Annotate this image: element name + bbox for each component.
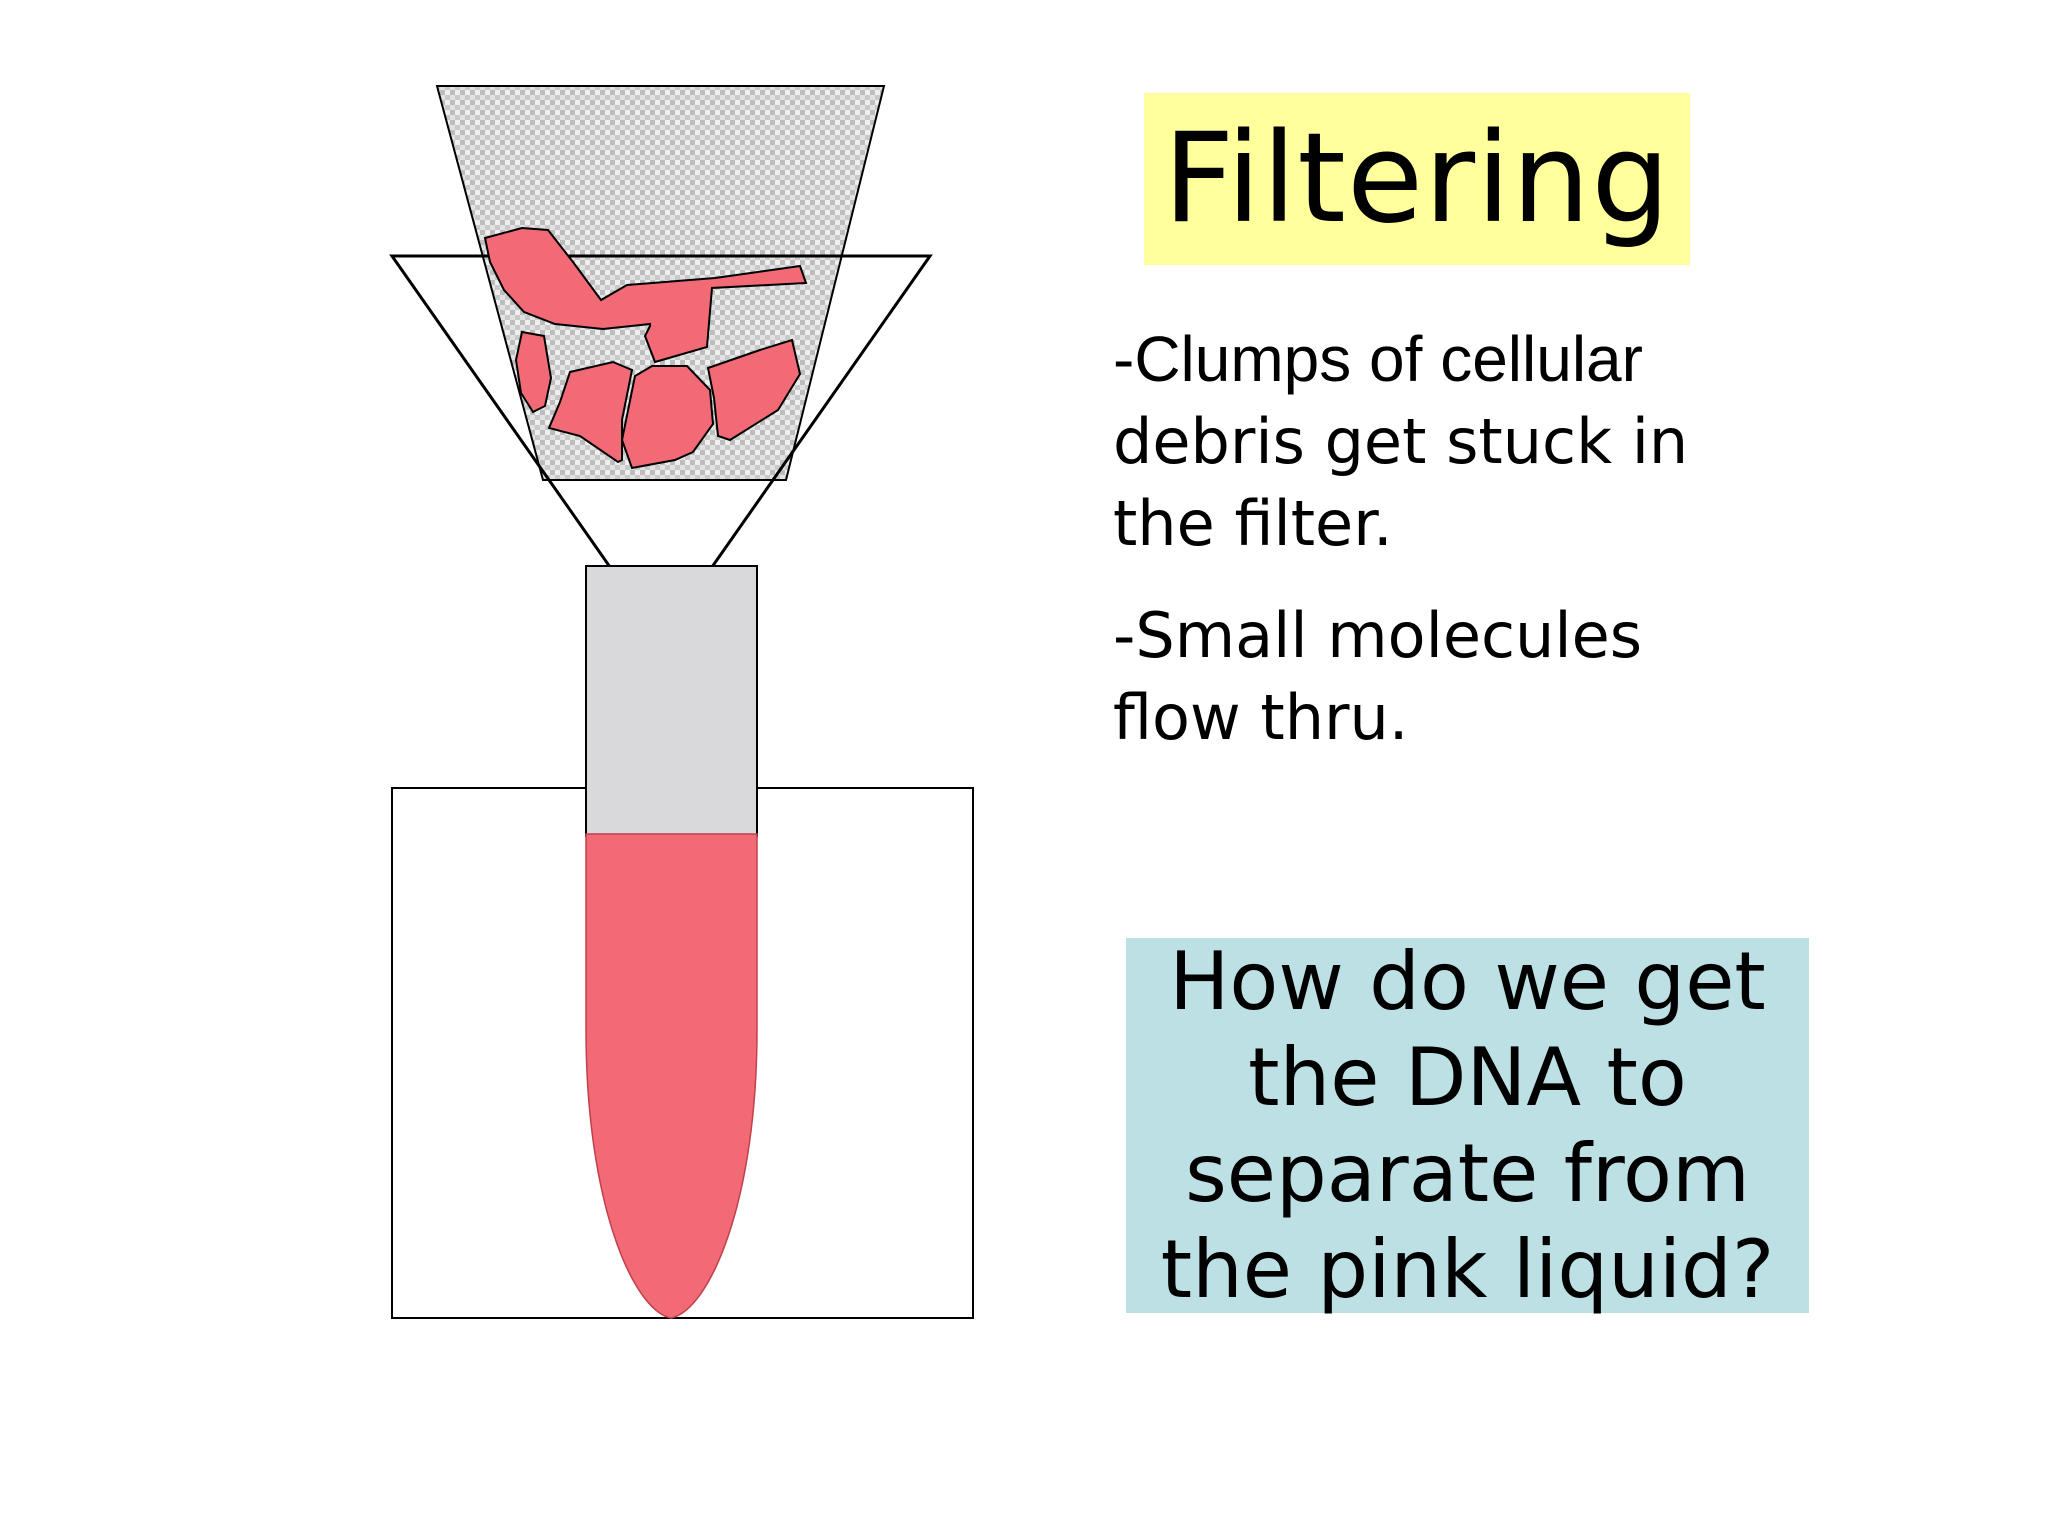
question-box: How do we get the DNA to separate from t… <box>1126 935 1809 1316</box>
title-box: Filtering <box>1144 93 1690 265</box>
bullet-text: debris get stuck in the filter. <box>1113 405 1689 560</box>
pink-liquid <box>585 833 758 1319</box>
debris-clump <box>620 365 715 470</box>
bullet-text: -Small molecules flow thru. <box>1113 599 1643 754</box>
bullet-item: -Clumps of cellular debris get stuck in … <box>1113 318 1733 565</box>
question-text: How do we get the DNA to separate from t… <box>1160 934 1775 1316</box>
debris-clump <box>483 226 808 364</box>
debris-clump <box>514 330 553 414</box>
bullet-item: -Small molecules flow thru. <box>1113 595 1733 759</box>
bullet-lead: -Clumps of cellular <box>1113 323 1643 395</box>
debris-clumps <box>483 226 808 470</box>
slide-title: Filtering <box>1163 107 1671 251</box>
debris-clump <box>706 338 802 442</box>
tube-empty-section <box>585 565 758 837</box>
bullet-list: -Clumps of cellular debris get stuck in … <box>1113 318 1733 789</box>
debris-clump <box>547 360 634 464</box>
